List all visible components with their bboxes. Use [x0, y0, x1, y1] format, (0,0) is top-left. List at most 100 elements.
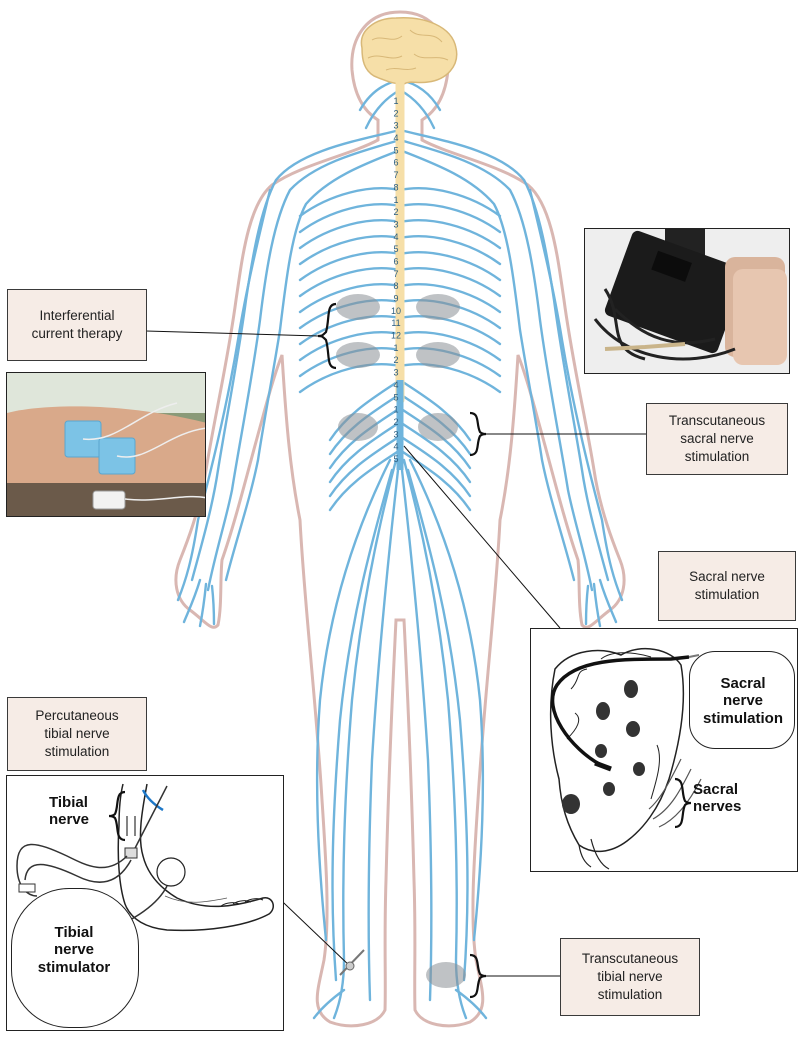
vertebra-number: 9: [393, 294, 398, 304]
sacral-nerves-bracket: [674, 777, 692, 829]
vertebra-number: 3: [393, 219, 398, 229]
nerve-path: [182, 578, 202, 624]
vertebra-number: 7: [393, 269, 398, 279]
electrode-pad: [336, 342, 380, 368]
tibial-stimulator-bubble: [11, 888, 139, 1028]
sacral-nerve-stimulation-label: Sacral nerve stimulation: [702, 675, 783, 727]
electrode-pad: [416, 342, 460, 368]
vertebra-number: 8: [393, 182, 398, 192]
tens-device-photo: [584, 228, 790, 374]
nerve-path: [398, 378, 472, 442]
nerve-path: [298, 331, 402, 362]
vertebra-number: 2: [393, 108, 398, 118]
vertebra-number: 3: [393, 368, 398, 378]
nerve-path: [398, 267, 502, 298]
nerve-path: [298, 187, 402, 218]
nerve-path: [298, 315, 402, 346]
vertebra-number: 8: [393, 281, 398, 291]
nerve-path: [210, 584, 216, 626]
interferential-leader: [145, 330, 319, 337]
label-interferential-current-therapy: Interferential current therapy: [7, 289, 147, 361]
sacral-stimulator-bubble: [689, 651, 795, 749]
label-sacral-nerve-stimulation: Sacral nerve stimulation: [658, 551, 796, 621]
nerve-path: [298, 283, 402, 314]
nerve-path: [592, 582, 602, 628]
nerve-path: [406, 468, 469, 982]
tibial-panel: Tibial nerve Tibial nerve stimulator: [6, 775, 284, 1031]
nerve-path: [398, 203, 502, 234]
nerve-path: [398, 138, 594, 592]
vertebra-number: 11: [391, 318, 400, 328]
vertebra-number: 2: [393, 417, 398, 427]
vertebra-number: 2: [393, 355, 398, 365]
nerve-network: [176, 78, 624, 1020]
vertebra-number: 6: [393, 158, 398, 168]
vertebra-number: 5: [393, 454, 398, 464]
vertebra-number: 1: [393, 343, 398, 353]
tibial-nerve-stimulator-label: Tibial nerve stimulator: [37, 924, 111, 976]
foot-illustration: [16, 783, 274, 937]
label-transcutaneous-tibial-nerve-stimulation: Transcutaneous tibial nerve stimulation: [560, 938, 700, 1016]
vertebra-number: 1: [393, 195, 398, 205]
sacral-nerves-label: Sacral nerves: [693, 781, 742, 816]
tibial-nerve-label: Tibial nerve: [49, 794, 90, 829]
label-percutaneous-tibial-nerve-stimulation: Percutaneous tibial nerve stimulation: [7, 697, 147, 771]
nerve-path: [398, 315, 502, 346]
nerve-path: [398, 148, 576, 582]
back-electrodes-photo: [6, 372, 206, 517]
nerve-path: [331, 468, 394, 982]
vertebra-number: 5: [393, 392, 398, 402]
vertebra-number: 4: [393, 133, 398, 143]
electrode-pad: [416, 294, 460, 320]
vertebra-number: 4: [393, 380, 398, 390]
nerve-path: [398, 448, 472, 512]
nerve-path: [398, 219, 502, 250]
nerve-path: [528, 188, 624, 602]
needle-hub: [345, 961, 355, 971]
vertebra-number: 6: [393, 256, 398, 266]
nerve-path: [398, 420, 472, 484]
electrode-pad: [338, 413, 378, 441]
nerve-path: [328, 448, 402, 512]
nerve-path: [315, 458, 392, 942]
nerve-path: [398, 283, 502, 314]
nerve-path: [176, 188, 272, 602]
vertebra-number: 5: [393, 244, 398, 254]
electrode-pad: [336, 294, 380, 320]
nerve-path: [298, 251, 402, 282]
nerve-path: [298, 203, 402, 234]
sacral-implant-leader: [403, 445, 561, 629]
nerve-path: [398, 363, 502, 394]
nerve-path: [298, 219, 402, 250]
vertebra-number: 4: [393, 232, 398, 242]
brain-folds: [367, 29, 449, 71]
vertebra-number: 3: [393, 429, 398, 439]
brain: [360, 17, 458, 85]
nerve-path: [598, 578, 618, 624]
nerve-path: [312, 988, 346, 1020]
nerve-path: [328, 420, 402, 484]
sacrum-illustration: [549, 647, 702, 870]
nerve-path: [398, 187, 502, 218]
vertebra-number: 2: [393, 207, 398, 217]
nerve-path: [198, 582, 208, 628]
electrode-pad: [426, 962, 466, 988]
electrode-pad: [418, 413, 458, 441]
vertebra-number: 10: [391, 306, 401, 316]
nerve-path: [398, 331, 502, 362]
nerve-path: [328, 378, 402, 442]
label-transcutaneous-sacral-nerve-stimulation: Transcutaneous sacral nerve stimulation: [646, 403, 788, 475]
tibial-nerve-bracket: [108, 790, 126, 842]
vertebra-number: 1: [393, 405, 398, 415]
nerve-path: [398, 235, 502, 266]
nerve-path: [206, 138, 402, 592]
vertebra-number: 5: [393, 145, 398, 155]
nerve-path: [400, 468, 433, 1002]
nerve-path: [298, 363, 402, 394]
nerve-path: [328, 434, 402, 498]
nerve-path: [454, 988, 488, 1020]
nerve-path: [298, 235, 402, 266]
sacral-panel: Sacral nerve stimulation Sacral nerves: [530, 628, 798, 872]
